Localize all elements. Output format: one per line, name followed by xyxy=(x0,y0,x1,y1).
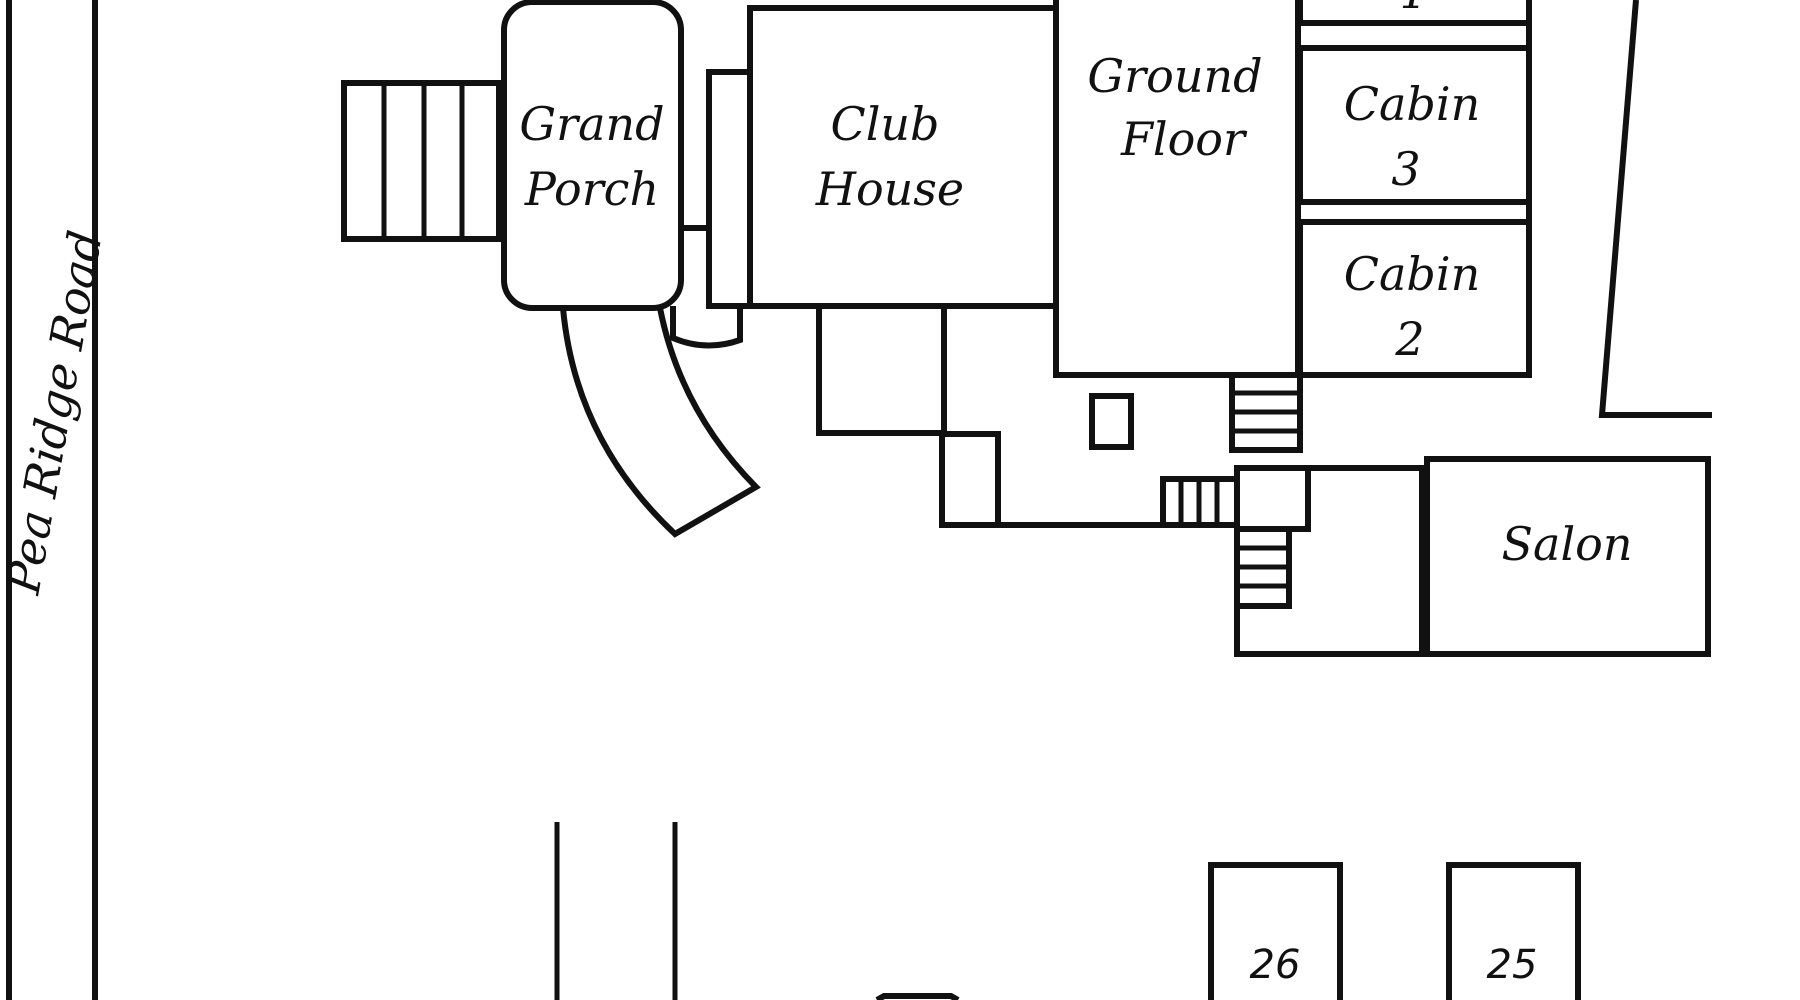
grand-porch-label-1: Grand xyxy=(519,97,664,151)
lot-26[interactable]: 26 xyxy=(1208,862,1343,1000)
pea-ridge-road: Pea Ridge Road xyxy=(0,0,113,1000)
porch-steps xyxy=(341,80,502,242)
curved-ramp xyxy=(560,307,761,538)
salon-entry-room xyxy=(1234,465,1425,657)
ground-floor-stairs xyxy=(1229,372,1303,453)
side-stairs xyxy=(1160,476,1240,528)
annex-room xyxy=(816,303,947,436)
annex-small-room xyxy=(939,431,1001,528)
cabin-2-label-2: 2 xyxy=(1394,312,1424,366)
cabin-4[interactable]: 4 xyxy=(1297,0,1532,26)
small-structure-top xyxy=(875,993,960,1000)
cabin-3[interactable]: Cabin 3 xyxy=(1297,45,1532,205)
club-house-label-2: House xyxy=(815,162,964,216)
lot-25[interactable]: 25 xyxy=(1446,862,1581,1000)
lot-26-label: 26 xyxy=(1250,942,1301,988)
porch-alcove xyxy=(670,306,743,349)
club-house[interactable]: Club House xyxy=(747,5,1059,309)
club-house-label-1: Club xyxy=(831,97,940,151)
cabin-3-label-2: 3 xyxy=(1391,142,1420,196)
salon-label: Salon xyxy=(1502,517,1633,571)
ground-floor-label-1: Ground xyxy=(1087,49,1262,103)
side-hall xyxy=(706,69,753,309)
ground-floor[interactable]: Ground Floor xyxy=(1053,0,1301,378)
salon-landing xyxy=(1234,465,1311,532)
cabin-4-label: 4 xyxy=(1394,0,1424,19)
cabin-3-label-1: Cabin xyxy=(1344,77,1480,131)
lower-stairs xyxy=(1234,526,1292,609)
cabin-2[interactable]: Cabin 2 xyxy=(1297,219,1532,378)
ground-floor-label-2: Floor xyxy=(1120,112,1248,166)
property-boundary xyxy=(1598,0,1712,418)
grand-porch[interactable]: Grand Porch xyxy=(501,0,684,311)
small-structure xyxy=(1089,393,1134,450)
salon[interactable]: Salon xyxy=(1424,456,1711,657)
cabin-2-label-1: Cabin xyxy=(1344,247,1480,301)
grand-porch-label-2: Porch xyxy=(524,162,659,216)
lot-25-label: 25 xyxy=(1487,942,1538,988)
